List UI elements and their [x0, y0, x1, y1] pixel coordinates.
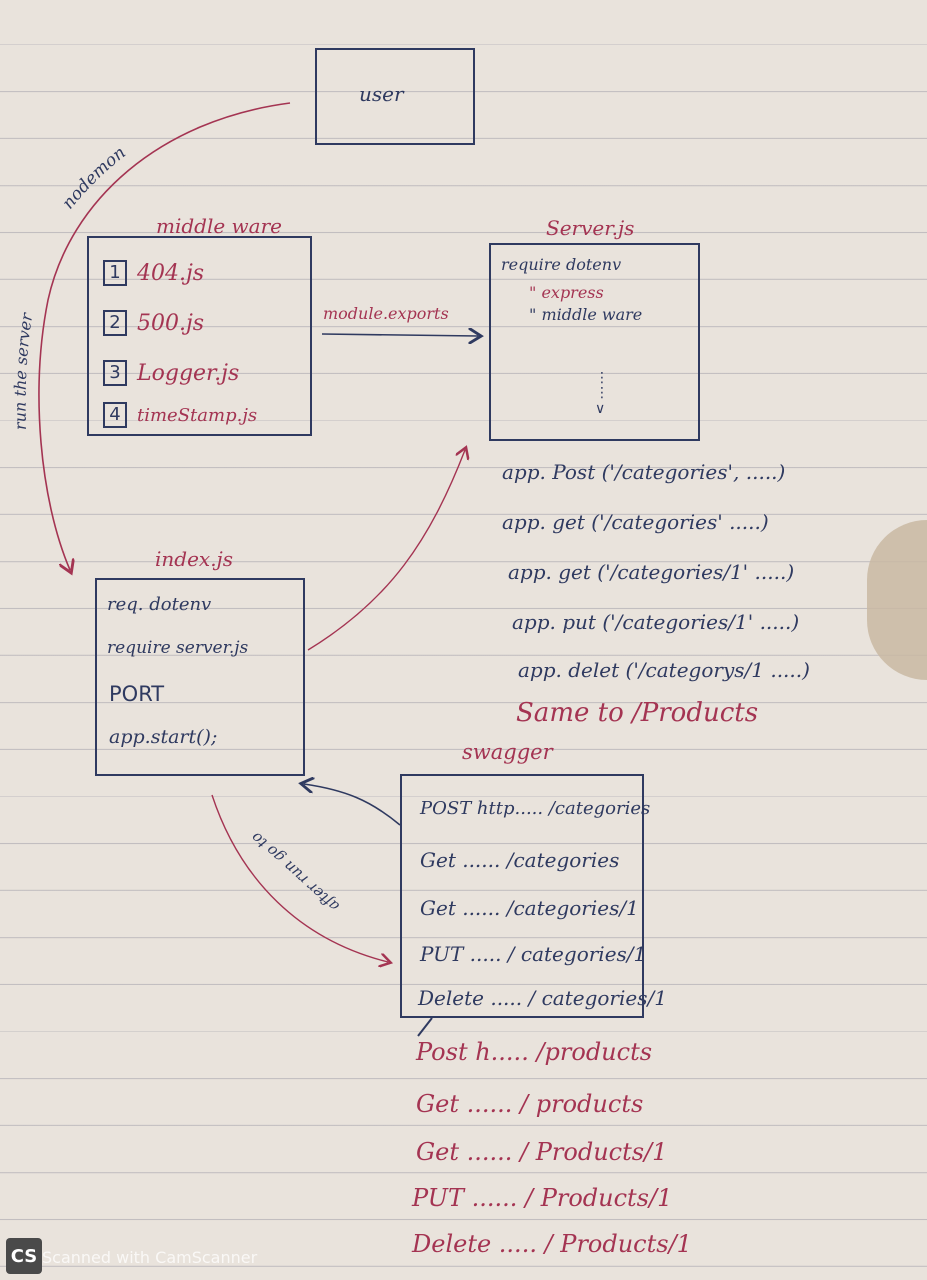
- swagger-corner-mark: [417, 1017, 433, 1037]
- swagger-line: PUT ..... / categories/1: [420, 942, 647, 966]
- arrow-swagger-to-index: [304, 784, 401, 826]
- route-line: app. get ('/categories/1' .....): [508, 560, 795, 584]
- product-line: PUT ...... / Products/1: [412, 1184, 673, 1212]
- middleware-item: 2 500.js: [103, 310, 204, 336]
- route-line: app. delet ('/categorys/1 .....): [518, 658, 810, 682]
- middleware-num: 1: [103, 260, 127, 286]
- arrow-index-to-server: [307, 450, 465, 651]
- index-line: PORT: [109, 682, 165, 706]
- swagger-box: POST http..... /categories Get ...... /c…: [400, 774, 667, 1018]
- index-title: index.js: [155, 547, 234, 571]
- page-edge-shadow: [867, 520, 927, 680]
- after-run-text: after run go to swagger: [0, 0, 343, 916]
- middleware-item: 1 404.js: [103, 260, 204, 286]
- same-to-products: Same to /Products: [516, 698, 759, 728]
- swagger-line: Delete ..... / categories/1: [418, 986, 667, 1010]
- middleware-item: 4 timeStamp.js: [103, 402, 257, 428]
- swagger-line: Get ...... /categories/1: [420, 896, 639, 920]
- middleware-label: 500.js: [137, 310, 205, 336]
- index-line: app.start();: [109, 726, 218, 748]
- user-box: user: [315, 48, 475, 145]
- server-ellipsis: ⋮⋮∨: [595, 370, 609, 417]
- after-run-label: after run go to swagger: [0, 0, 343, 916]
- swagger-line: POST http..... /categories: [420, 798, 651, 819]
- middleware-box: 1 404.js 2 500.js 3 Logger.js 4 timeStam…: [87, 236, 312, 436]
- route-line: app. Post ('/categories', .....): [502, 460, 786, 484]
- camscanner-logo: CS: [6, 1238, 42, 1274]
- product-line: Post h..... /products: [416, 1038, 653, 1066]
- middleware-title: middle ware: [156, 214, 282, 238]
- index-box: req. dotenv require server.js PORT app.s…: [95, 578, 305, 776]
- run-server-text: run the server: [11, 310, 37, 430]
- arrow-index-to-swagger: [211, 794, 388, 962]
- run-server-label: run the server: [11, 310, 37, 430]
- middleware-label: 404.js: [137, 260, 205, 286]
- middleware-label: timeStamp.js: [137, 404, 258, 426]
- module-exports-label: module.exports: [323, 304, 449, 323]
- server-box: require dotenv " express " middle ware ⋮…: [489, 243, 700, 441]
- product-line: Get ...... / products: [416, 1090, 644, 1118]
- arrow-user-to-index: [38, 102, 291, 570]
- server-title: Server.js: [546, 216, 635, 240]
- route-line: app. put ('/categories/1' .....): [512, 610, 800, 634]
- middleware-item: 3 Logger.js: [103, 360, 239, 386]
- swagger-line: Get ...... /categories: [420, 848, 620, 872]
- server-line: require dotenv: [501, 255, 622, 274]
- arrow-middleware-to-server: [321, 334, 478, 336]
- route-line: app. get ('/categories' .....): [502, 510, 769, 534]
- user-label: user: [359, 82, 404, 106]
- product-line: Get ...... / Products/1: [416, 1138, 668, 1166]
- middleware-num: 4: [103, 402, 127, 428]
- server-line: " express: [529, 283, 604, 302]
- swagger-title: swagger: [462, 740, 553, 764]
- camscanner-text: Scanned with CamScanner: [42, 1248, 258, 1267]
- middleware-label: Logger.js: [137, 360, 240, 386]
- middleware-num: 3: [103, 360, 127, 386]
- middleware-num: 2: [103, 310, 127, 336]
- index-line: req. dotenv: [107, 594, 212, 615]
- index-line: require server.js: [107, 638, 249, 658]
- server-line: " middle ware: [529, 305, 643, 324]
- product-line: Delete ..... / Products/1: [412, 1230, 692, 1258]
